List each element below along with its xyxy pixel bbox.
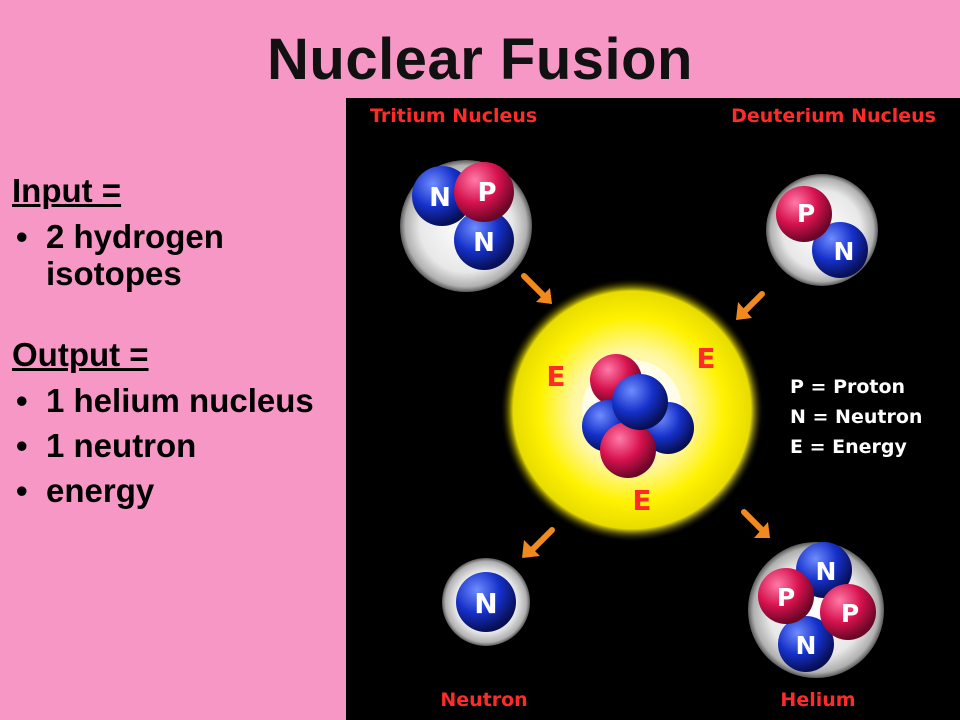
arrow-icon <box>741 509 770 538</box>
arrow-icon <box>521 273 552 304</box>
input-item: • 2 hydrogen isotopes <box>12 218 342 292</box>
arrow-icon <box>522 527 555 558</box>
output-item: • energy <box>12 472 342 509</box>
legend-item: P = Proton <box>790 376 905 398</box>
proton-sphere <box>600 422 656 478</box>
proton-sphere <box>820 584 876 640</box>
fusion-diagram: Tritium Nucleus Deuterium Nucleus N P N … <box>346 98 960 720</box>
neutron-letter: N <box>834 237 855 266</box>
neutron-label: Neutron <box>440 689 527 711</box>
tritium-label: Tritium Nucleus <box>370 105 537 127</box>
neutron-letter: N <box>473 228 495 258</box>
proton-letter: P <box>797 199 815 228</box>
energy-glow: E E E <box>500 278 764 542</box>
energy-letter: E <box>696 342 715 375</box>
deuterium-nucleus: P N <box>766 174 878 286</box>
neutron-sphere <box>778 616 834 672</box>
arrow-icon <box>736 291 765 320</box>
fusion-diagram-svg: Tritium Nucleus Deuterium Nucleus N P N … <box>370 105 936 711</box>
output-item-text: energy <box>46 472 155 509</box>
summary-text: Input = • 2 hydrogen isotopes Output = •… <box>12 172 342 509</box>
proton-letter: P <box>841 599 859 628</box>
tritium-nucleus: N P N <box>400 160 532 292</box>
proton-sphere <box>776 186 832 242</box>
proton-sphere <box>758 568 814 624</box>
bullet-icon: • <box>16 427 28 464</box>
proton-letter: P <box>777 583 795 612</box>
input-header: Input = <box>12 172 122 209</box>
neutron-sphere <box>456 572 516 632</box>
bullet-icon: • <box>16 382 28 419</box>
neutron-letter: N <box>816 557 837 586</box>
output-item: • 1 helium nucleus <box>12 382 342 419</box>
output-header: Output = <box>12 336 149 373</box>
bullet-icon: • <box>16 218 28 255</box>
deuterium-label: Deuterium Nucleus <box>731 105 936 127</box>
helium-label: Helium <box>780 689 855 711</box>
neutron-letter: N <box>429 183 451 213</box>
proton-sphere <box>454 162 514 222</box>
free-neutron: N <box>442 558 530 646</box>
neutron-letter: N <box>796 631 817 660</box>
neutron-letter: N <box>474 587 497 620</box>
legend: P = Proton N = Neutron E = Energy <box>790 376 922 458</box>
output-item-text: 1 neutron <box>46 427 197 464</box>
bullet-icon: • <box>16 472 28 509</box>
neutron-sphere <box>812 222 868 278</box>
energy-letter: E <box>546 360 565 393</box>
neutron-sphere <box>454 210 514 270</box>
energy-letter: E <box>632 484 651 517</box>
neutron-sphere <box>612 374 668 430</box>
output-item-text: 1 helium nucleus <box>46 382 314 419</box>
legend-item: N = Neutron <box>790 406 922 428</box>
helium-nucleus: N P P N <box>748 542 884 678</box>
legend-item: E = Energy <box>790 436 907 458</box>
page-title: Nuclear Fusion <box>267 27 693 92</box>
input-item-text: 2 hydrogen isotopes <box>46 218 224 292</box>
proton-letter: P <box>477 178 496 208</box>
output-item: • 1 neutron <box>12 427 342 464</box>
